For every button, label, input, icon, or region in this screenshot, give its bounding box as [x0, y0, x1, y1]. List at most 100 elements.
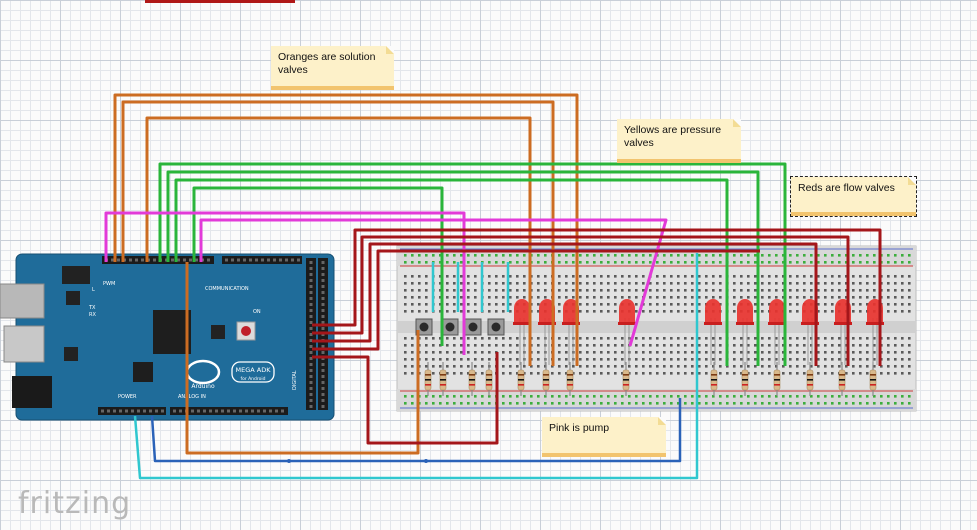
breadboard-hole: [754, 289, 757, 292]
breadboard-hole: [418, 310, 421, 313]
breadboard-hole: [887, 261, 890, 264]
breadboard-hole: [719, 358, 722, 361]
pin: [309, 303, 313, 306]
breadboard-hole: [467, 351, 470, 354]
breadboard-hole: [712, 351, 715, 354]
breadboard-hole: [901, 296, 904, 299]
note-reds[interactable]: Reds are flow valves: [790, 176, 917, 217]
breadboard-hole: [586, 365, 589, 368]
breadboard-hole: [474, 275, 477, 278]
breadboard-hole: [460, 395, 463, 398]
resistor-band: [807, 374, 813, 376]
breadboard-hole: [530, 395, 533, 398]
breadboard-hole: [621, 344, 624, 347]
breadboard-hole: [523, 275, 526, 278]
breadboard-hole: [565, 261, 568, 264]
breadboard-hole: [411, 358, 414, 361]
breadboard-hole: [754, 337, 757, 340]
note-oranges[interactable]: Oranges are solution valves: [271, 46, 394, 90]
breadboard-hole: [691, 296, 694, 299]
breadboard-hole: [775, 395, 778, 398]
rx-label: RX: [89, 312, 96, 318]
breadboard-hole: [621, 358, 624, 361]
breadboard-hole: [670, 296, 673, 299]
pin: [117, 258, 120, 262]
breadboard-hole: [866, 296, 869, 299]
breadboard-hole: [635, 289, 638, 292]
breadboard-hole: [516, 289, 519, 292]
breadboard-hole: [726, 402, 729, 405]
breadboard-hole: [887, 289, 890, 292]
breadboard-hole: [495, 254, 498, 257]
breadboard-hole: [656, 365, 659, 368]
breadboard-hole: [866, 365, 869, 368]
breadboard-hole: [523, 261, 526, 264]
breadboard-hole: [467, 402, 470, 405]
breadboard-hole: [649, 282, 652, 285]
breadboard-hole: [460, 358, 463, 361]
breadboard-hole: [551, 372, 554, 375]
breadboard-hole: [894, 303, 897, 306]
breadboard-hole: [852, 282, 855, 285]
breadboard-hole: [677, 337, 680, 340]
breadboard-hole: [901, 365, 904, 368]
breadboard-hole: [705, 351, 708, 354]
breadboard-hole: [887, 296, 890, 299]
breadboard-hole: [663, 337, 666, 340]
resistor-band: [839, 384, 845, 386]
breadboard-hole: [852, 303, 855, 306]
breadboard-hole: [824, 351, 827, 354]
breadboard-hole: [425, 254, 428, 257]
breadboard-hole: [719, 296, 722, 299]
breadboard-hole: [684, 289, 687, 292]
breadboard-hole: [852, 372, 855, 375]
resistor-band: [711, 384, 717, 386]
breadboard-hole: [677, 395, 680, 398]
resistor-band: [543, 384, 549, 386]
breadboard-hole: [824, 344, 827, 347]
breadboard-hole: [901, 275, 904, 278]
wire-bendpoint: [424, 459, 428, 463]
breadboard-hole: [754, 296, 757, 299]
breadboard-hole: [719, 372, 722, 375]
breadboard-hole: [446, 254, 449, 257]
breadboard-hole: [817, 303, 820, 306]
breadboard-hole: [467, 296, 470, 299]
breadboard-hole: [565, 344, 568, 347]
breadboard-hole: [691, 344, 694, 347]
breadboard-hole: [558, 372, 561, 375]
breadboard-hole: [593, 395, 596, 398]
breadboard-hole: [782, 289, 785, 292]
pin: [321, 351, 325, 354]
breadboard-hole: [845, 395, 848, 398]
breadboard-hole: [439, 365, 442, 368]
breadboard-hole: [635, 358, 638, 361]
breadboard-hole: [733, 282, 736, 285]
breadboard-hole: [782, 358, 785, 361]
resistor-band: [469, 379, 475, 381]
breadboard-hole: [747, 395, 750, 398]
breadboard-hole: [516, 351, 519, 354]
breadboard-hole: [845, 337, 848, 340]
usb-port: [0, 283, 45, 319]
breadboard-hole: [537, 261, 540, 264]
breadboard-hole: [614, 296, 617, 299]
note-pink[interactable]: Pink is pump: [542, 417, 666, 457]
breadboard-hole: [698, 289, 701, 292]
note-yellows[interactable]: Yellows are pressure valves: [617, 119, 741, 163]
breadboard-hole: [418, 282, 421, 285]
breadboard-hole: [621, 296, 624, 299]
breadboard-hole: [649, 402, 652, 405]
breadboard-hole: [565, 289, 568, 292]
breadboard-hole: [509, 296, 512, 299]
breadboard-hole: [719, 365, 722, 368]
breadboard-hole: [747, 365, 750, 368]
breadboard-hole: [719, 275, 722, 278]
wire: [174, 178, 729, 366]
breadboard-hole: [789, 296, 792, 299]
breadboard-hole: [677, 402, 680, 405]
breadboard-hole: [719, 337, 722, 340]
breadboard-hole: [747, 358, 750, 361]
breadboard-hole: [502, 365, 505, 368]
